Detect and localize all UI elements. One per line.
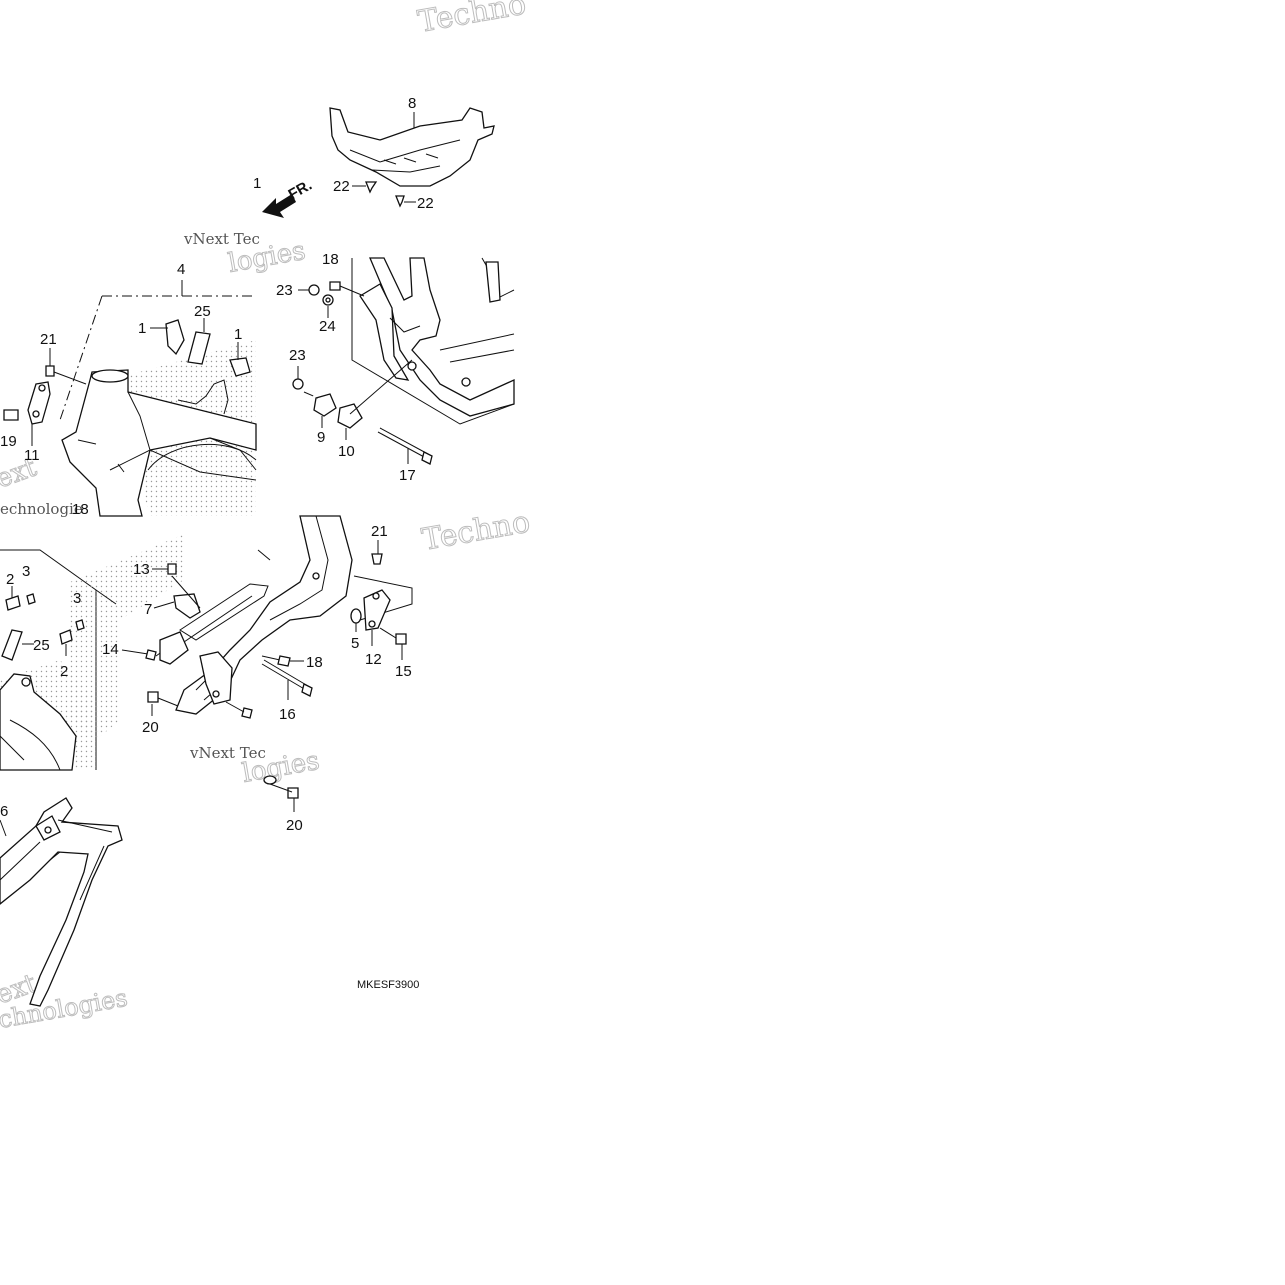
callout-3: 3: [73, 590, 81, 607]
callout-10: 10: [338, 443, 355, 460]
callout-4: 4: [177, 261, 185, 278]
main-frame-group: 4 1 25 1 21 11 19 18: [0, 261, 257, 518]
callout-18: 18: [72, 501, 89, 518]
front-arrow-icon: [262, 194, 296, 218]
side-detail-group: 2 3 3 25 2: [0, 534, 184, 771]
watermark-text: echnologie: [0, 500, 83, 518]
callout-23: 23: [276, 282, 293, 299]
callout-5: 5: [351, 635, 359, 652]
callout-25: 25: [33, 637, 50, 654]
front-direction-indicator: FR. 1: [253, 175, 315, 218]
callout-19: 19: [0, 433, 17, 450]
callout-1: 1: [253, 175, 261, 192]
callout-1: 1: [138, 320, 146, 337]
engine-guard-group: 18 23 24 23 9 10 17: [276, 251, 515, 484]
callout-13: 13: [133, 561, 150, 578]
callout-22: 22: [333, 178, 350, 195]
callout-14: 14: [102, 641, 119, 658]
callout-18: 18: [306, 654, 323, 671]
callout-11: 11: [24, 447, 40, 464]
watermark-text: vNext Tec: [183, 230, 260, 248]
main-frame-part: [61, 369, 257, 517]
watermark-text: vNext Tec: [189, 744, 266, 762]
callout-2: 2: [60, 663, 68, 680]
callout-2: 2: [6, 571, 14, 588]
skid-plate-part: [329, 107, 495, 187]
subframe-bracket-group: 13 7 14 20 21 12 5: [102, 515, 413, 736]
callout-3: 3: [22, 563, 30, 580]
callout-20: 20: [142, 719, 159, 736]
callout-1: 1: [234, 326, 242, 343]
callout-18: 18: [322, 251, 339, 268]
callout-12: 12: [365, 651, 382, 668]
callout-17: 17: [399, 467, 416, 484]
diagram-code: MKESF3900: [357, 979, 419, 991]
frame-side-part: [0, 673, 77, 771]
callout-21: 21: [371, 523, 388, 540]
callout-15: 15: [395, 663, 412, 680]
callout-25: 25: [194, 303, 211, 320]
watermark-text: Techno: [419, 504, 532, 557]
callout-22: 22: [417, 195, 434, 212]
callout-23: 23: [289, 347, 306, 364]
frame-section-part: [369, 257, 515, 417]
callout-8: 8: [408, 95, 416, 112]
rear-subframe-part: [0, 797, 123, 1007]
skid-plate-group: 8 22 22: [329, 95, 495, 212]
callout-21: 21: [40, 331, 57, 348]
callout-20: 20: [286, 817, 303, 834]
lower-group: 20 6: [0, 775, 303, 1007]
callout-7: 7: [144, 601, 152, 618]
callout-6: 6: [0, 803, 8, 820]
watermark-text: Techno: [415, 0, 528, 40]
callout-24: 24: [319, 318, 336, 335]
callout-16: 16: [279, 706, 296, 723]
callout-9: 9: [317, 429, 325, 446]
